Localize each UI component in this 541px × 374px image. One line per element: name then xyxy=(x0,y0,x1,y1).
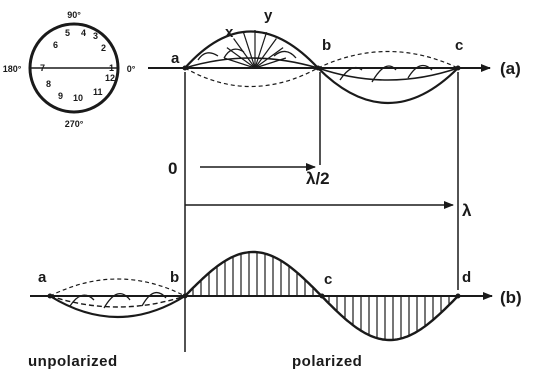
diagram-b: a b c d (b) unpolarized polarized xyxy=(28,250,522,370)
clock-number-8: 8 xyxy=(46,79,51,89)
fan-ray xyxy=(242,32,256,69)
clock-number-2: 2 xyxy=(101,43,106,53)
point-b-b xyxy=(182,293,188,299)
half-wavelength-label: λ/2 xyxy=(306,169,330,188)
clock-number-4: 4 xyxy=(81,28,86,38)
clock-90-label: 90° xyxy=(67,10,81,20)
clock-number-7: 7 xyxy=(40,63,45,73)
clock-number-6: 6 xyxy=(53,40,58,50)
wave-a-upper-1 xyxy=(184,30,319,69)
clock-number-11: 11 xyxy=(93,87,103,97)
clock-number-5: 5 xyxy=(65,28,70,38)
polarized-hatching xyxy=(192,252,458,340)
point-b-b-label: b xyxy=(170,269,179,286)
clock-number-1: 1 xyxy=(109,63,114,73)
diagram-a: a b c x y (a) xyxy=(148,7,521,105)
point-b-d-label: d xyxy=(462,269,471,286)
wavelength-label: λ xyxy=(462,201,472,220)
fan-ray xyxy=(254,38,277,69)
fan-ray xyxy=(254,32,268,69)
radial-fan-a xyxy=(223,30,287,69)
point-c-label: c xyxy=(455,37,463,54)
arcs-a-2 xyxy=(339,64,433,83)
point-b-a xyxy=(47,293,53,299)
wave-b-unpol-lower xyxy=(49,295,186,318)
clock-270-label: 270° xyxy=(65,119,84,129)
arcs-b xyxy=(69,291,167,309)
fan-ray xyxy=(223,57,256,69)
fan-ray xyxy=(226,47,256,69)
point-y-label: y xyxy=(264,7,273,24)
point-x-label: x xyxy=(225,24,234,41)
point-c xyxy=(455,65,461,71)
point-b-label: b xyxy=(322,37,331,54)
arcs-a-1 xyxy=(197,48,297,61)
point-b-a-label: a xyxy=(38,269,47,286)
wave-a-lower-dashed-1 xyxy=(184,67,319,87)
fan-ray xyxy=(233,38,256,69)
fan-ray xyxy=(254,47,284,69)
point-b-c-label: c xyxy=(324,271,332,288)
clock-180-label: 180° xyxy=(3,64,22,74)
span-indicators: 0 λ/2 λ xyxy=(168,72,472,352)
wave-b-unpol-upper-dashed xyxy=(49,278,186,297)
point-a-label: a xyxy=(171,50,180,67)
point-a xyxy=(182,65,188,71)
clock-number-12: 12 xyxy=(105,73,115,83)
point-b-d xyxy=(455,293,461,299)
wave-a-lower-2 xyxy=(317,67,459,105)
label-b: (b) xyxy=(500,288,522,307)
point-b-c xyxy=(319,293,325,299)
unpolarized-caption: unpolarized xyxy=(28,353,118,370)
wave-b-unpol-mid xyxy=(49,295,186,308)
wave-a-upper-dashed-2 xyxy=(317,50,459,69)
label-a: (a) xyxy=(500,59,521,78)
clock-number-10: 10 xyxy=(73,93,83,103)
wave-a-mid-1 xyxy=(184,57,319,69)
clock-number-9: 9 xyxy=(58,91,63,101)
polarized-caption: polarized xyxy=(292,353,362,370)
clock-number-3: 3 xyxy=(93,31,98,41)
fan-ray xyxy=(254,57,287,69)
clock-0-label: 0° xyxy=(127,64,136,74)
point-b xyxy=(315,65,321,71)
origin-label: 0 xyxy=(168,159,177,178)
wave-a-mid-2 xyxy=(317,67,459,81)
